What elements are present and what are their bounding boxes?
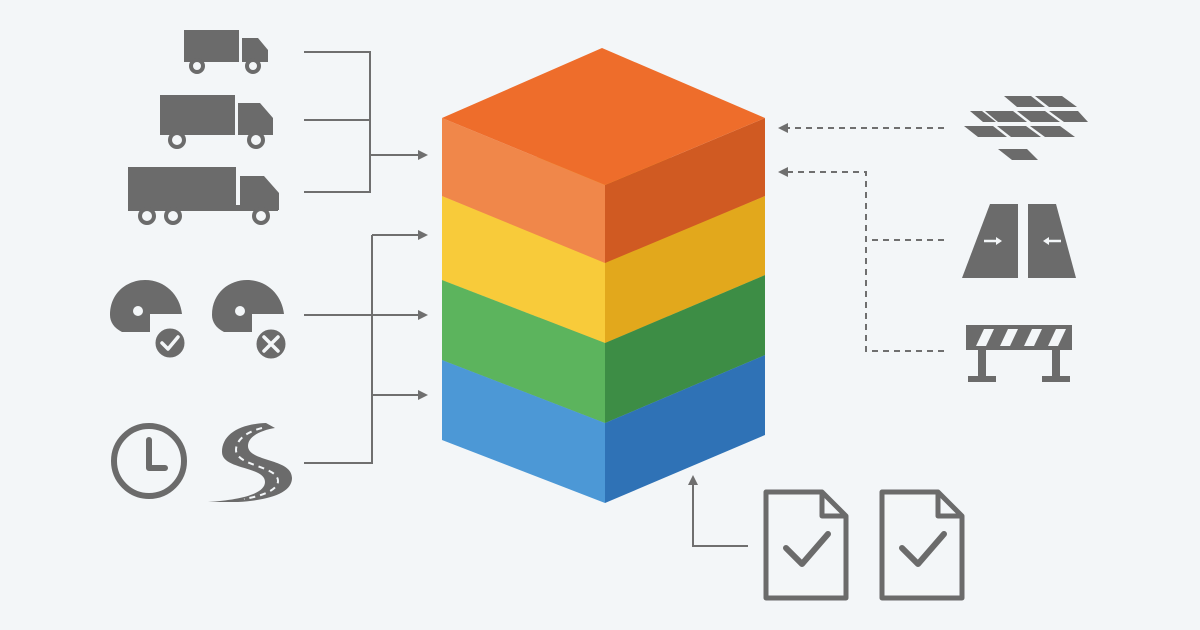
- helmet-check-icon: [110, 280, 188, 361]
- right-connector: [778, 123, 944, 352]
- checked-document-icon: [763, 489, 849, 601]
- small-truck-icon: [184, 30, 268, 74]
- helmet-time-connector: [304, 230, 428, 464]
- winding-road-icon: [208, 423, 292, 502]
- medium-truck-icon: [160, 95, 273, 149]
- clock-icon: [111, 423, 187, 499]
- document-connector: [688, 475, 748, 547]
- layer-stack: [442, 48, 765, 503]
- large-truck-icon: [128, 167, 279, 225]
- road-surface-grid-icon: [964, 96, 1088, 160]
- vehicle-connector: [304, 51, 428, 193]
- road-barrier-icon: [966, 325, 1072, 382]
- orange-layer: [442, 48, 765, 263]
- lane-narrowing-icon: [962, 204, 1076, 278]
- checked-document-icon: [879, 489, 965, 601]
- helmet-cross-icon: [212, 280, 289, 362]
